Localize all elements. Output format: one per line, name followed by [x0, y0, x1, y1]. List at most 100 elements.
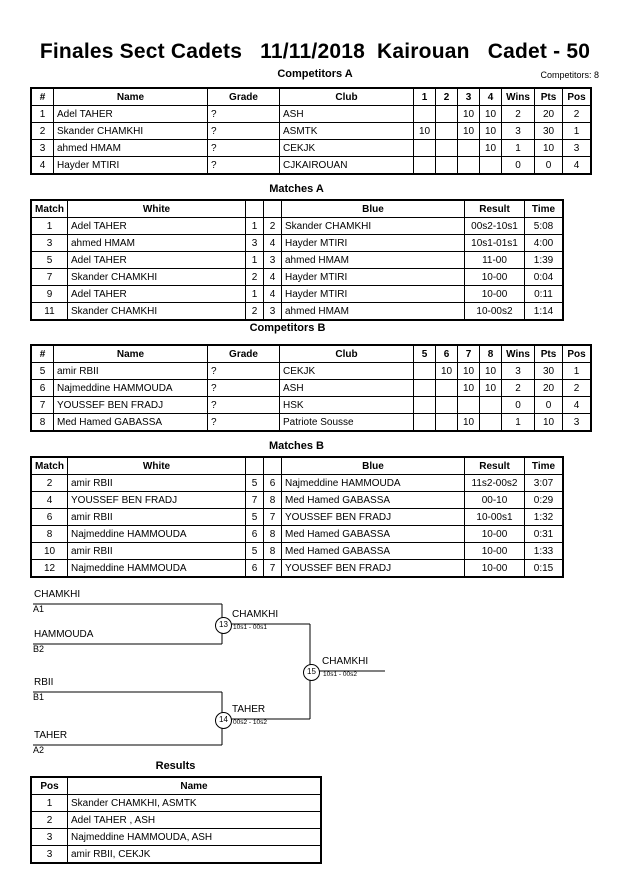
- col-name: Name: [67, 777, 321, 795]
- match-white-seed: 5: [245, 542, 264, 560]
- match-white-name: Najmeddine HAMMOUDA: [67, 559, 246, 577]
- bracket-node-13[interactable]: 13: [215, 617, 232, 634]
- match-number: 5: [31, 251, 68, 269]
- match-number: 12: [31, 559, 68, 577]
- match-white-seed: 5: [245, 508, 264, 526]
- competitor-club: HSK: [279, 396, 414, 414]
- match-result: 00-10: [464, 491, 525, 509]
- col-pos: Pos: [562, 345, 591, 363]
- competitor-score-1: [413, 139, 436, 157]
- match-result: 00s2-10s1: [464, 217, 525, 235]
- match-time: 4:00: [524, 234, 563, 252]
- match-blue-name: ahmed HMAM: [281, 302, 465, 320]
- col-blue-seed: [263, 457, 282, 475]
- bracket-entrant-seed-4: A2: [33, 745, 45, 755]
- match-white-seed: 1: [245, 251, 264, 269]
- match-blue-name: ahmed HMAM: [281, 251, 465, 269]
- competitor-score-4: [479, 413, 502, 431]
- competitor-wins: 0: [501, 156, 535, 174]
- competitor-num: 1: [31, 105, 54, 123]
- col-match: Match: [31, 200, 68, 218]
- competitor-name: Med Hamed GABASSA: [53, 413, 208, 431]
- bracket-node-15-winner: CHAMKHI: [322, 656, 369, 667]
- competitor-score-1: 10: [413, 122, 436, 140]
- competitor-pos: 4: [562, 156, 591, 174]
- match-time: 1:33: [524, 542, 563, 560]
- match-blue-seed: 6: [263, 474, 282, 492]
- match-blue-name: Hayder MTIRI: [281, 285, 465, 303]
- col-white-seed: [245, 457, 264, 475]
- competitor-name: Skander CHAMKHI: [53, 122, 208, 140]
- col-num: #: [31, 88, 54, 106]
- competitor-pts: 20: [534, 379, 563, 397]
- competitor-score-1: [413, 362, 436, 380]
- match-blue-seed: 8: [263, 542, 282, 560]
- match-time: 1:32: [524, 508, 563, 526]
- match-blue-name: Med Hamed GABASSA: [281, 542, 465, 560]
- competitor-name: ahmed HMAM: [53, 139, 208, 157]
- match-time: 1:39: [524, 251, 563, 269]
- match-result: 10-00: [464, 559, 525, 577]
- competitor-score-4: 10: [479, 139, 502, 157]
- competitor-score-4: 10: [479, 379, 502, 397]
- result-name: Najmeddine HAMMOUDA, ASH: [67, 828, 321, 846]
- match-result: 11s2-00s2: [464, 474, 525, 492]
- competitor-score-2: [435, 156, 458, 174]
- col-num: #: [31, 345, 54, 363]
- match-blue-name: Skander CHAMKHI: [281, 217, 465, 235]
- match-number: 10: [31, 542, 68, 560]
- match-white-name: YOUSSEF BEN FRADJ: [67, 491, 246, 509]
- match-blue-seed: 7: [263, 508, 282, 526]
- table-header-row: Match White Blue Result Time: [31, 200, 563, 218]
- match-blue-name: YOUSSEF BEN FRADJ: [281, 559, 465, 577]
- page-title: Finales Sect Cadets 11/11/2018 Kairouan …: [39, 40, 591, 63]
- competitor-score-3: 10: [457, 122, 480, 140]
- col-score-5: 5: [413, 345, 436, 363]
- match-blue-name: Hayder MTIRI: [281, 268, 465, 286]
- competitor-num: 4: [31, 156, 54, 174]
- match-white-name: amir RBII: [67, 542, 246, 560]
- competitor-score-4: 10: [479, 122, 502, 140]
- competitor-num: 5: [31, 362, 54, 380]
- match-white-name: Najmeddine HAMMOUDA: [67, 525, 246, 543]
- competitor-num: 2: [31, 122, 54, 140]
- bracket-node-14[interactable]: 14: [215, 712, 232, 729]
- bracket-node-15[interactable]: 15: [303, 664, 320, 681]
- competitor-pos: 2: [562, 105, 591, 123]
- match-number: 4: [31, 491, 68, 509]
- match-time: 0:04: [524, 268, 563, 286]
- competitor-wins: 2: [501, 379, 535, 397]
- match-time: 3:07: [524, 474, 563, 492]
- section-title-competitors-b: Competitors B: [249, 322, 326, 334]
- match-white-seed: 2: [245, 268, 264, 286]
- match-blue-seed: 8: [263, 491, 282, 509]
- competitor-pts: 20: [534, 105, 563, 123]
- competitor-pts: 30: [534, 362, 563, 380]
- table-header-row: # Name Grade Club 1 2 3 4 Wins Pts Pos: [31, 88, 591, 106]
- col-club: Club: [279, 88, 414, 106]
- competitor-grade: ?: [207, 362, 280, 380]
- match-result: 11-00: [464, 251, 525, 269]
- bracket-entrant-name-4: TAHER: [34, 730, 68, 741]
- match-number: 1: [31, 217, 68, 235]
- match-white-name: amir RBII: [67, 508, 246, 526]
- match-result: 10-00: [464, 268, 525, 286]
- match-blue-seed: 3: [263, 251, 282, 269]
- col-score-7: 7: [457, 345, 480, 363]
- match-time: 1:14: [524, 302, 563, 320]
- col-club: Club: [279, 345, 414, 363]
- bracket-entrant-name-2: HAMMOUDA: [34, 629, 94, 640]
- section-title-results: Results: [155, 760, 196, 772]
- match-number: 2: [31, 474, 68, 492]
- match-blue-seed: 8: [263, 525, 282, 543]
- bracket-entrant-seed-1: A1: [33, 604, 45, 614]
- col-pos: Pos: [31, 777, 68, 795]
